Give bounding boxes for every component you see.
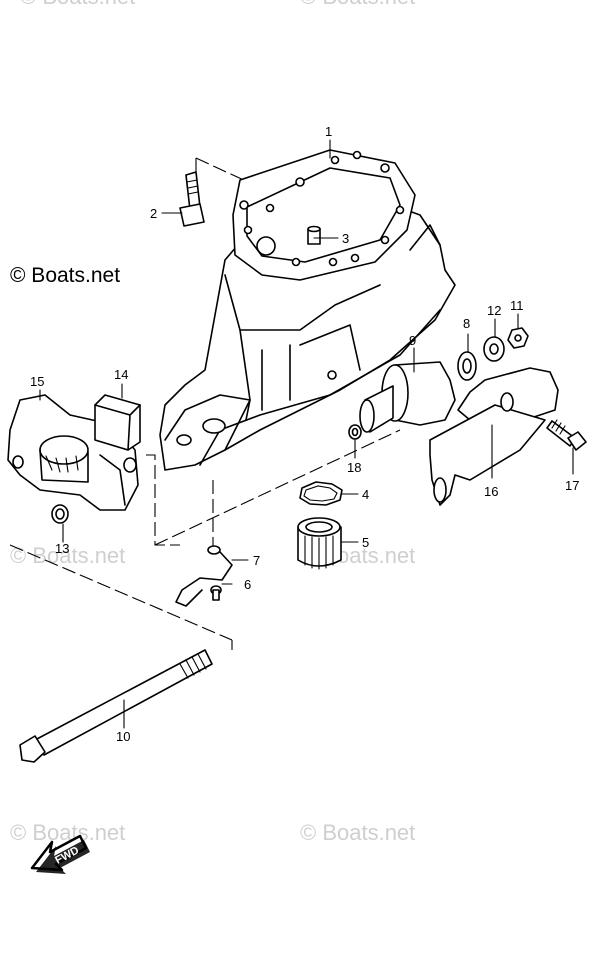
callout-11: 11 <box>510 298 524 313</box>
callout-14: 14 <box>114 367 128 382</box>
callout-18: 18 <box>347 460 361 475</box>
callout-1: 1 <box>325 124 332 139</box>
callout-6: 6 <box>244 577 251 592</box>
washer-12 <box>483 336 505 362</box>
callout-9: 9 <box>409 333 416 348</box>
watermark-top-left: © Boats.net <box>20 0 135 9</box>
washer-8 <box>457 351 477 381</box>
callout-12: 12 <box>487 303 501 318</box>
ground-wire-7 <box>175 545 233 607</box>
callout-2: 2 <box>150 206 157 221</box>
bushing-5 <box>297 517 342 570</box>
nut-11 <box>507 327 529 349</box>
watermarks: © Boats.net © Boats.net © Boats.net © Bo… <box>10 0 415 845</box>
mount-9 <box>359 361 456 433</box>
clamp-cover-16 <box>429 367 559 506</box>
long-bolt-10 <box>19 649 213 763</box>
watermark-top-right: © Boats.net <box>300 0 415 9</box>
callout-13: 13 <box>55 541 69 556</box>
watermark-left: © Boats.net <box>10 543 125 568</box>
callout-8: 8 <box>463 316 470 331</box>
watermark-bottom-right: © Boats.net <box>300 820 415 845</box>
washer-18 <box>348 424 362 440</box>
bolt-2 <box>179 171 205 227</box>
copyright-watermark: © Boats.net <box>10 264 120 287</box>
screw-6 <box>210 585 222 601</box>
rubber-block-14 <box>94 394 141 451</box>
bolt-17 <box>546 419 587 451</box>
callout-16: 16 <box>484 484 498 499</box>
drive-shaft-housing <box>159 149 456 471</box>
callout-7: 7 <box>253 553 260 568</box>
callout-10: 10 <box>116 729 130 744</box>
callout-3: 3 <box>342 231 349 246</box>
dowel-pin-3 <box>307 225 321 245</box>
watermark-bottom-left: © Boats.net <box>10 820 125 845</box>
callout-4: 4 <box>362 487 369 502</box>
callout-15: 15 <box>30 374 44 389</box>
callout-17: 17 <box>565 478 579 493</box>
leader-lines <box>39 139 574 729</box>
callouts: 1 2 3 4 5 6 7 8 9 10 11 12 13 14 15 16 1… <box>30 124 579 744</box>
o-ring-4 <box>299 481 343 506</box>
washer-13 <box>51 504 69 524</box>
callout-5: 5 <box>362 535 369 550</box>
